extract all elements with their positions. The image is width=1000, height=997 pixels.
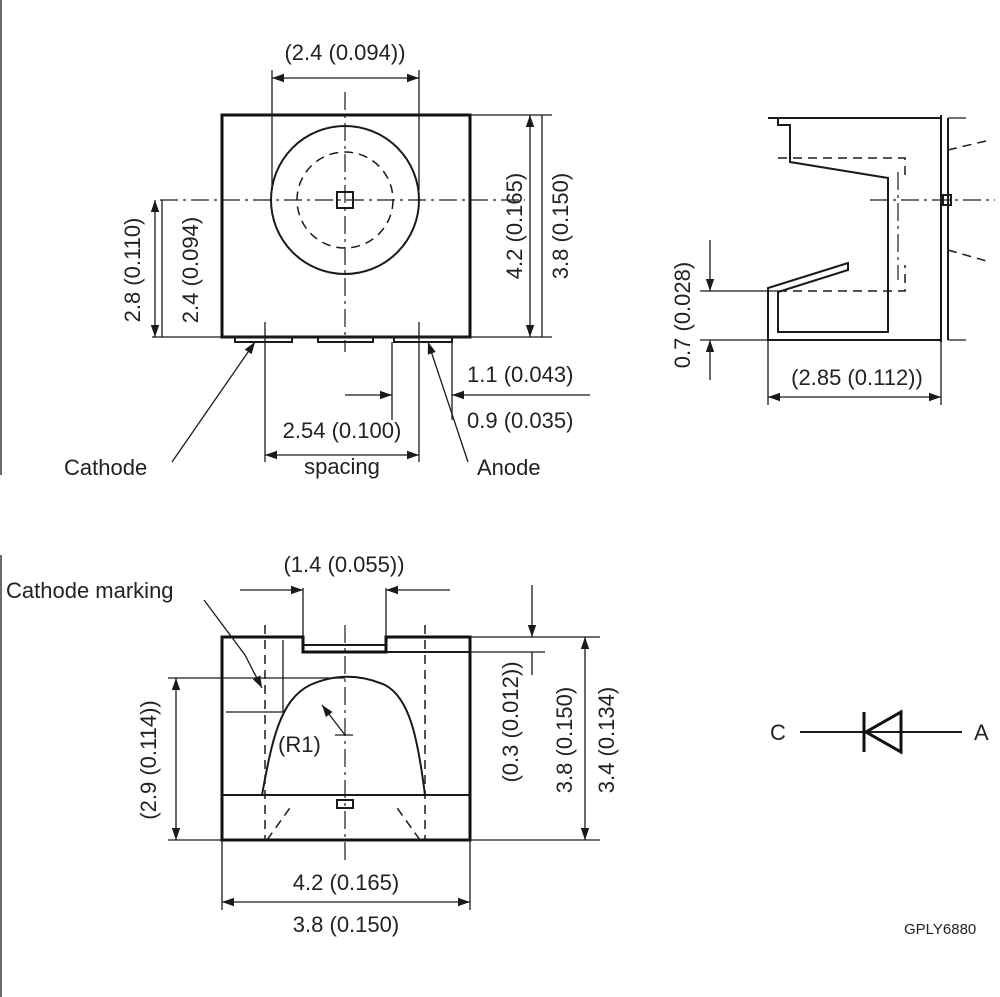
dim-spacing-label: spacing [304,454,380,479]
dim-pad-width: 0.9 (0.035) [467,408,573,433]
symbol-label-anode: A [974,720,989,745]
dim-lens-height: (2.9 (0.114)) [136,700,161,819]
dim-front-height-outer: 3.8 (0.150) [552,687,577,793]
top-view: (2.4 (0.094)) 4.2 (0.165) 3.8 (0.150) 2.… [64,40,590,480]
symbol-label-cathode: C [770,720,786,745]
dim-step: (0.3 (0.012)) [498,661,523,782]
drawing-id: GPLY6880 [904,921,976,938]
dim-center-outer: 2.8 (0.110) [120,218,145,323]
dim-front-height-inner: 3.4 (0.134) [594,687,619,793]
dim-center-inner: 2.4 (0.094) [178,217,203,323]
dim-front-width-outer: 4.2 (0.165) [293,870,399,895]
dim-side-depth: (2.85 (0.112)) [791,365,923,390]
label-cathode-marking: Cathode marking [6,578,174,603]
label-cathode: Cathode [64,455,147,480]
dim-height-outer: 4.2 (0.165) [502,173,527,279]
diode-symbol: C A [770,709,989,755]
label-anode: Anode [477,455,541,480]
front-view: (1.4 (0.055)) Cathode marking (R1) (2.9 … [6,552,619,937]
dim-window-width: (1.4 (0.055)) [283,552,404,577]
dim-pad-gap: 1.1 (0.043) [467,362,573,387]
side-view: 0.7 (0.028) (2.85 (0.112)) [670,115,995,405]
dim-radius: (R1) [278,732,321,757]
dim-lens-width: (2.4 (0.094)) [284,40,405,65]
dim-front-width-inner: 3.8 (0.150) [293,912,399,937]
dim-height-inner: 3.8 (0.150) [548,173,573,279]
dim-spacing-value: 2.54 (0.100) [283,418,402,443]
dim-side-offset: 0.7 (0.028) [670,262,695,368]
